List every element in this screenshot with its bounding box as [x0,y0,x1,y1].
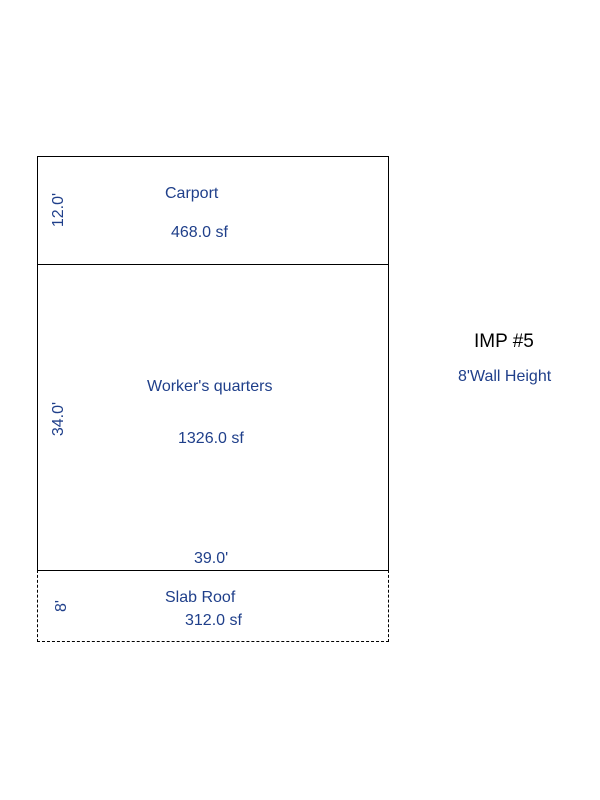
carport-dimension: 12.0' [50,192,67,228]
slab-roof-area-value: 312.0 sf [185,612,242,629]
wall-height: 8'Wall Height [458,368,552,385]
workers-quarters-label: Worker's quarters [147,378,273,395]
workers-quarters-area-value: 1326.0 sf [178,430,244,447]
slab-roof-dimension: 8' [53,600,70,612]
imp-title: IMP #5 [474,331,534,352]
workers-quarters-dimension: 34.0' [50,401,67,437]
workers-quarters-width: 39.0' [194,550,229,567]
slab-roof-label: Slab Roof [165,589,236,606]
workers-quarters-area [37,264,389,571]
slab-roof-area [37,570,389,642]
carport-area [37,156,389,265]
carport-label: Carport [165,185,219,202]
carport-area-value: 468.0 sf [171,224,228,241]
